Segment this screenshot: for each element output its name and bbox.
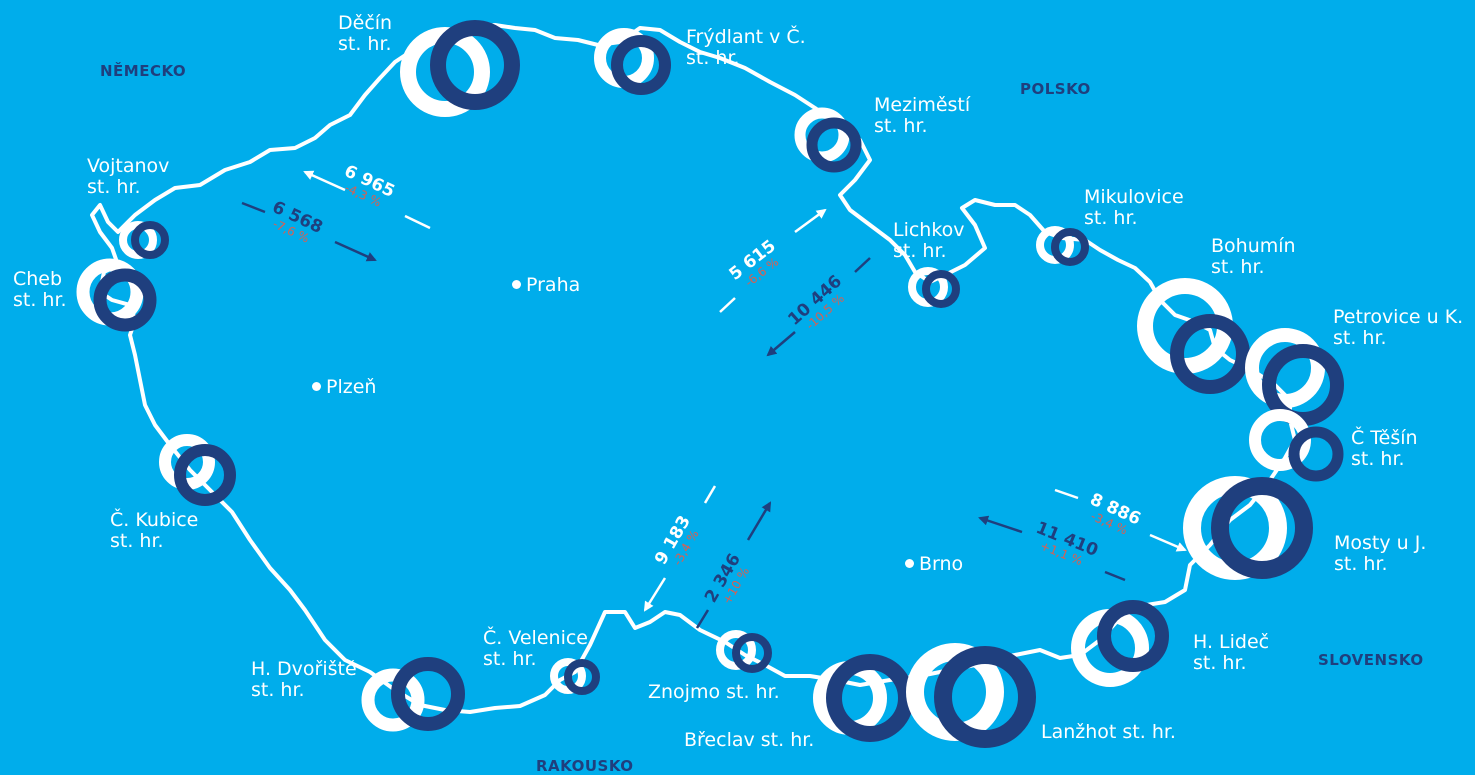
city-dot-icon [312,382,321,391]
crossing-name: Frýdlant v Č. [686,26,806,48]
city-praha[interactable]: Praha [512,274,580,296]
country-label-slovensko: SLOVENSKO [1318,651,1424,669]
ring-mezimesti[interactable] [794,107,862,173]
ring-znojmo[interactable] [716,630,772,673]
crossing-suffix: st. hr. [110,530,164,552]
ring-tesin[interactable] [1249,409,1344,482]
ring-mosty[interactable] [1183,476,1313,580]
crossing-suffix: st. hr. [1211,256,1265,278]
ring-petrovice[interactable] [1245,328,1344,426]
crossing-suffix: st. hr. [893,240,947,262]
arrow-east-out-tail [1104,570,1126,582]
crossing-name: Mosty u J. [1334,532,1427,554]
crossing-name: Petrovice u K. [1333,306,1464,328]
city-praha-label: Praha [526,274,581,296]
ring-lichkov[interactable] [908,267,960,308]
crossing-suffix: st. hr. [13,289,67,311]
crossing-name: Č. Velenice [483,627,588,649]
crossing-label-petrovice[interactable]: Petrovice u K.st. hr. [1333,307,1463,349]
arrow-east-out [978,515,1023,534]
ring-dvoriste[interactable] [361,657,465,732]
city-plzen-label: Plzeň [326,376,377,398]
arrow-north-in-tail [719,297,736,313]
country-label-rakousko: RAKOUSKO [536,757,634,775]
arrow-west-in [303,170,346,192]
ring-frydlant[interactable] [594,28,671,95]
ring-cheb[interactable] [76,258,157,332]
crossing-label-mosty[interactable]: Mosty u J.st. hr. [1334,533,1426,575]
city-brno[interactable]: Brno [905,553,963,575]
ring-hlidec[interactable] [1071,600,1169,687]
ring-mikulovice[interactable] [1036,226,1089,266]
ring-breclav[interactable] [813,654,914,742]
crossing-name: Meziměstí [874,94,971,116]
crossing-suffix: st. hr. [1351,448,1405,470]
ring-velenice[interactable] [550,658,600,695]
arrow-west-in-tail [404,214,431,230]
crossing-name: H. Lideč [1193,631,1270,653]
arrow-south-in [643,577,667,612]
arrow-south-in-tail [703,485,717,504]
crossing-name: Č. Kubice [110,509,199,531]
crossing-suffix: st. hr. [1193,652,1247,674]
arrow-east-in-tail [1054,488,1079,500]
crossing-label-znojmo[interactable]: Znojmo st. hr. [648,681,780,703]
ring-decin[interactable] [400,20,520,117]
crossing-suffix: st. hr. [1084,207,1138,229]
arrow-north-out [766,331,796,357]
crossing-name: Děčín [338,12,393,34]
crossing-name: Vojtanov [87,155,170,177]
arrow-north-out-tail [854,257,871,273]
country-label-nemecko: NĚMECKO [100,62,187,80]
city-dot-icon [905,559,914,568]
arrow-west-out [334,240,377,262]
arrow-north-in [794,208,827,234]
arrow-south-out-tail [695,609,710,629]
crossing-suffix: st. hr. [686,47,740,69]
crossing-name: Bohumín [1211,235,1296,257]
crossing-name: Cheb [13,268,63,290]
ring-vojtanov[interactable] [119,221,169,259]
crossing-name: Lichkov [893,219,965,241]
crossing-name: Č Těšín [1351,427,1418,449]
crossing-label-lanzhot[interactable]: Lanžhot st. hr. [1041,721,1176,743]
city-brno-label: Brno [919,553,964,575]
crossing-suffix: st. hr. [338,33,392,55]
crossing-name: H. Dvořiště [251,658,357,680]
ring-kubice[interactable] [159,434,236,506]
crossing-name: Mikulovice [1084,186,1184,208]
country-label-polsko: POLSKO [1020,80,1091,98]
ring-lanzhot[interactable] [906,643,1036,748]
crossing-suffix: st. hr. [1334,553,1388,575]
arrow-west-out-tail [241,201,266,214]
crossing-label-frydlant[interactable]: Frýdlant v Č.st. hr. [686,27,806,69]
crossing-label-breclav[interactable]: Břeclav st. hr. [684,729,815,751]
crossing-suffix: st. hr. [483,648,537,670]
crossing-suffix: st. hr. [251,679,305,701]
city-plzen[interactable]: Plzeň [312,376,376,398]
crossing-suffix: st. hr. [1333,327,1387,349]
arrow-south-out [746,501,772,541]
crossing-suffix: st. hr. [874,115,928,137]
city-dot-icon [512,280,521,289]
arrow-east-in [1149,533,1187,552]
crossing-suffix: st. hr. [87,176,141,198]
ring-bohumin[interactable] [1137,278,1250,394]
